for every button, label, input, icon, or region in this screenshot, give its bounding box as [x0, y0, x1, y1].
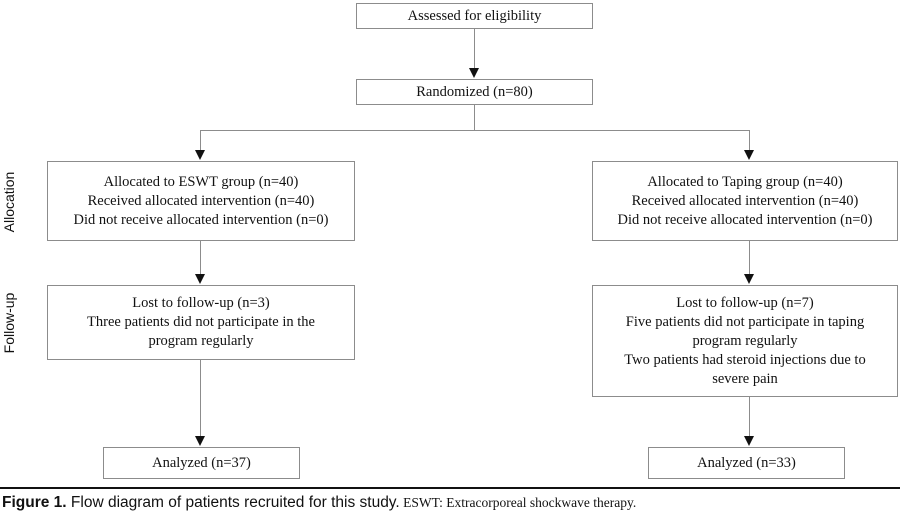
arrowhead-allocation-right	[744, 150, 754, 160]
stage-label-allocation: Allocation	[1, 171, 17, 233]
node-line: program regularly	[148, 333, 254, 349]
arrowhead-followup-left	[195, 274, 205, 284]
connector-split-right-drop	[749, 130, 750, 151]
caption-figure-number: Figure 1.	[2, 494, 67, 511]
node-line: Randomized (n=80)	[416, 83, 533, 100]
arrowhead-randomized	[469, 68, 479, 78]
node-line: Analyzed (n=33)	[697, 454, 796, 471]
node-line: Three patients did not participate in th…	[87, 314, 315, 330]
caption-text: Flow diagram of patients recruited for t…	[66, 494, 400, 511]
node-line: Received allocated intervention (n=40)	[87, 192, 315, 209]
node-line: Assessed for eligibility	[407, 7, 542, 24]
arrowhead-followup-right	[744, 274, 754, 284]
connector-allocation-to-followup-left	[200, 241, 201, 274]
caption-abbreviation-note: ESWT: Extracorporeal shockwave therapy.	[399, 495, 637, 510]
node-line: Two patients had steroid injections due …	[624, 351, 866, 368]
connector-allocation-to-followup-right	[749, 241, 750, 274]
connector-split-bar	[200, 130, 749, 131]
arrowhead-analyzed-right	[744, 436, 754, 446]
figure-caption: Figure 1. Flow diagram of patients recru…	[2, 492, 898, 514]
consort-flow-diagram: Allocation Follow-up Assessed for eligib…	[1, 3, 898, 479]
node-line: program regularly	[692, 332, 798, 349]
node-followup-eswt: Lost to follow-up (n=3) Three patients d…	[47, 285, 355, 360]
node-allocation-eswt: Allocated to ESWT group (n=40) Received …	[47, 161, 355, 241]
node-followup-taping: Lost to follow-up (n=7) Five patients di…	[592, 285, 898, 397]
node-assessed-for-eligibility: Assessed for eligibility	[356, 3, 593, 29]
connector-followup-to-analyzed-left	[200, 360, 201, 437]
node-analyzed-taping: Analyzed (n=33)	[648, 447, 845, 479]
connector-randomized-stem	[474, 105, 475, 130]
caption-separator-rule	[0, 487, 900, 489]
node-line: Lost to follow-up (n=3)	[132, 295, 270, 311]
node-line: Lost to follow-up (n=7)	[676, 294, 814, 311]
node-analyzed-eswt: Analyzed (n=37)	[103, 447, 300, 479]
node-line: Allocated to ESWT group (n=40)	[103, 173, 299, 190]
stage-label-followup: Follow-up	[1, 292, 17, 354]
connector-split-left-drop	[200, 130, 201, 151]
arrowhead-analyzed-left	[195, 436, 205, 446]
connector-assessed-to-randomized	[474, 29, 475, 69]
node-line: Allocated to Taping group (n=40)	[647, 173, 843, 190]
node-line: Did not receive allocated intervention (…	[617, 211, 873, 228]
node-line: Five patients did not participate in tap…	[625, 313, 865, 330]
node-line: Received allocated intervention (n=40)	[631, 192, 859, 209]
node-line: Did not receive allocated intervention (…	[73, 211, 329, 228]
node-allocation-taping: Allocated to Taping group (n=40) Receive…	[592, 161, 898, 241]
node-line: severe pain	[712, 370, 778, 387]
node-randomized: Randomized (n=80)	[356, 79, 593, 105]
arrowhead-allocation-left	[195, 150, 205, 160]
connector-followup-to-analyzed-right	[749, 397, 750, 437]
node-line: Analyzed (n=37)	[152, 454, 251, 471]
